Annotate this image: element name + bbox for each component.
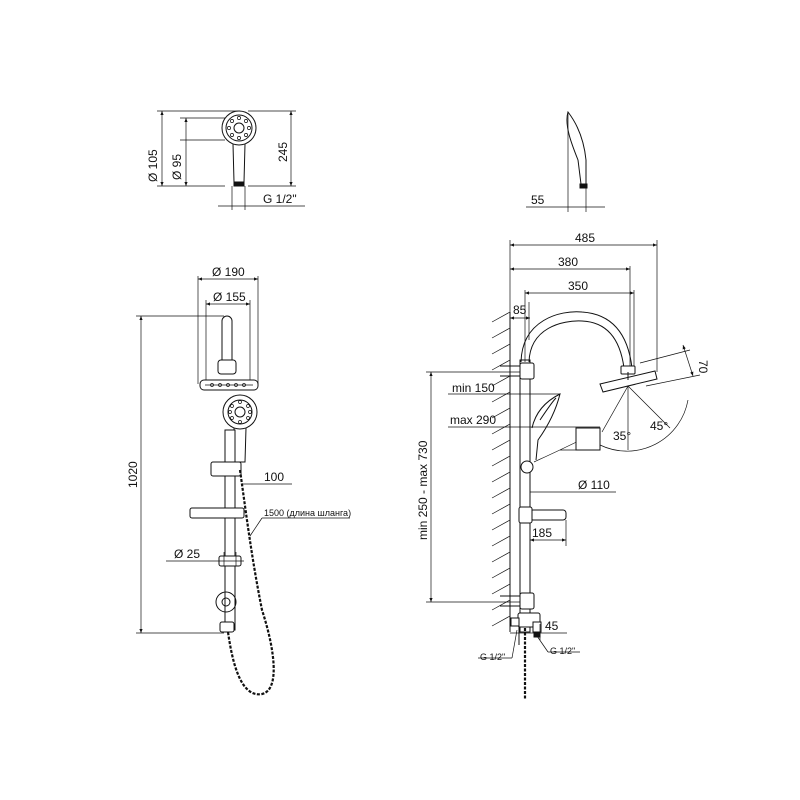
- wall-outlet-front: [215, 591, 237, 613]
- slider-knob-side: [520, 460, 534, 474]
- slider-holder: [210, 461, 242, 477]
- label-55: 55: [531, 193, 545, 207]
- label-d190: Ø 190: [212, 265, 245, 279]
- soap-shelf-front: [189, 507, 245, 519]
- label-100: 100: [264, 470, 284, 484]
- hand-shower-front-view: Ø 105 Ø 95 245 G 1/2": [146, 110, 305, 210]
- label-d110: Ø 110: [578, 478, 610, 492]
- wall-hatching: [491, 311, 511, 627]
- wall-bracket-bottom: [500, 592, 535, 610]
- label-d95: Ø 95: [170, 154, 184, 180]
- spray-nozzles: [227, 116, 251, 140]
- label-185: 185: [532, 526, 552, 540]
- label-thread-left: G 1/2": [480, 652, 505, 662]
- label-35deg: 35°: [613, 429, 631, 443]
- shower-set-side-view: 35° 45° 70: [416, 231, 710, 700]
- wall-bracket-top: [500, 362, 535, 380]
- label-hose-length: 1500 (длина шланга): [264, 508, 351, 518]
- label-d105: Ø 105: [146, 149, 160, 182]
- label-380: 380: [558, 255, 578, 269]
- label-d155: Ø 155: [213, 290, 246, 304]
- label-min150: min 150: [452, 381, 495, 395]
- hand-shower-head: [221, 110, 257, 146]
- label-thread-top: G 1/2": [263, 192, 297, 206]
- overhead-head-side: [599, 370, 658, 393]
- shower-hose: [226, 469, 275, 696]
- hand-shower-side-profile: [566, 110, 587, 185]
- hand-shower-handle: [232, 143, 246, 183]
- label-85: 85: [513, 303, 527, 317]
- label-1020: 1020: [126, 461, 140, 488]
- label-range: min 250 - max 730: [416, 440, 430, 540]
- label-485: 485: [575, 231, 595, 245]
- hand-shower-side-view: 55: [526, 110, 605, 212]
- hand-shower-front: [222, 394, 258, 430]
- label-350: 350: [568, 279, 588, 293]
- label-70: 70: [696, 360, 710, 374]
- overhead-arc-arm: [520, 311, 633, 369]
- shower-set-front-view: Ø 190 Ø 155: [126, 265, 351, 696]
- label-45deg: 45°: [650, 419, 668, 433]
- angle-arc: [599, 399, 689, 452]
- label-thread-right: G 1/2": [550, 646, 575, 656]
- leader-thread-left: [511, 629, 518, 659]
- label-45: 45: [545, 619, 559, 633]
- leader-hose: [249, 517, 263, 537]
- label-d25: Ø 25: [174, 547, 200, 561]
- dim-70-line: [682, 344, 694, 377]
- shower-rail-side: [519, 359, 531, 633]
- label-max290: max 290: [450, 413, 496, 427]
- label-245: 245: [276, 142, 290, 162]
- leader-thread-right: [536, 635, 549, 653]
- soap-shelf-side: [529, 509, 567, 521]
